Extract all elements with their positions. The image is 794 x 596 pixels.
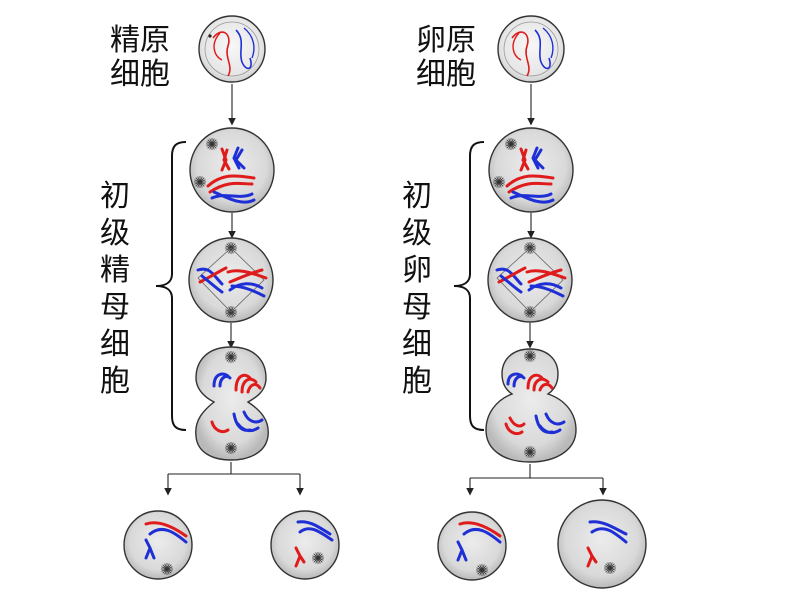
left-split-arrows (164, 462, 304, 496)
anaphase-cell (195, 346, 269, 461)
primary-spermatocyte-label: 初级精母细胞 (100, 179, 130, 399)
right-bracket (453, 141, 485, 431)
primary-oocyte-label: 初级卵母细胞 (402, 179, 432, 399)
secondary-oocyte (557, 499, 647, 589)
spermatogonium-label: 精原细胞 (110, 23, 170, 92)
metaphase-cell (188, 237, 274, 323)
oogonium-label: 卵原细胞 (416, 23, 476, 92)
right-split-arrows (466, 464, 607, 496)
oogonium-cell (497, 15, 565, 83)
oocyte-metaphase-cell (487, 237, 573, 323)
oocyte-prophase-cell (488, 127, 574, 213)
prophase-cell (189, 127, 275, 213)
oocyte-anaphase-cell (485, 348, 577, 463)
spermatogonium-cell (198, 15, 266, 83)
secondary-spermatocyte-2 (270, 510, 340, 580)
secondary-spermatocyte-1 (123, 510, 193, 580)
left-bracket (155, 141, 187, 431)
first-polar-body (437, 511, 507, 581)
